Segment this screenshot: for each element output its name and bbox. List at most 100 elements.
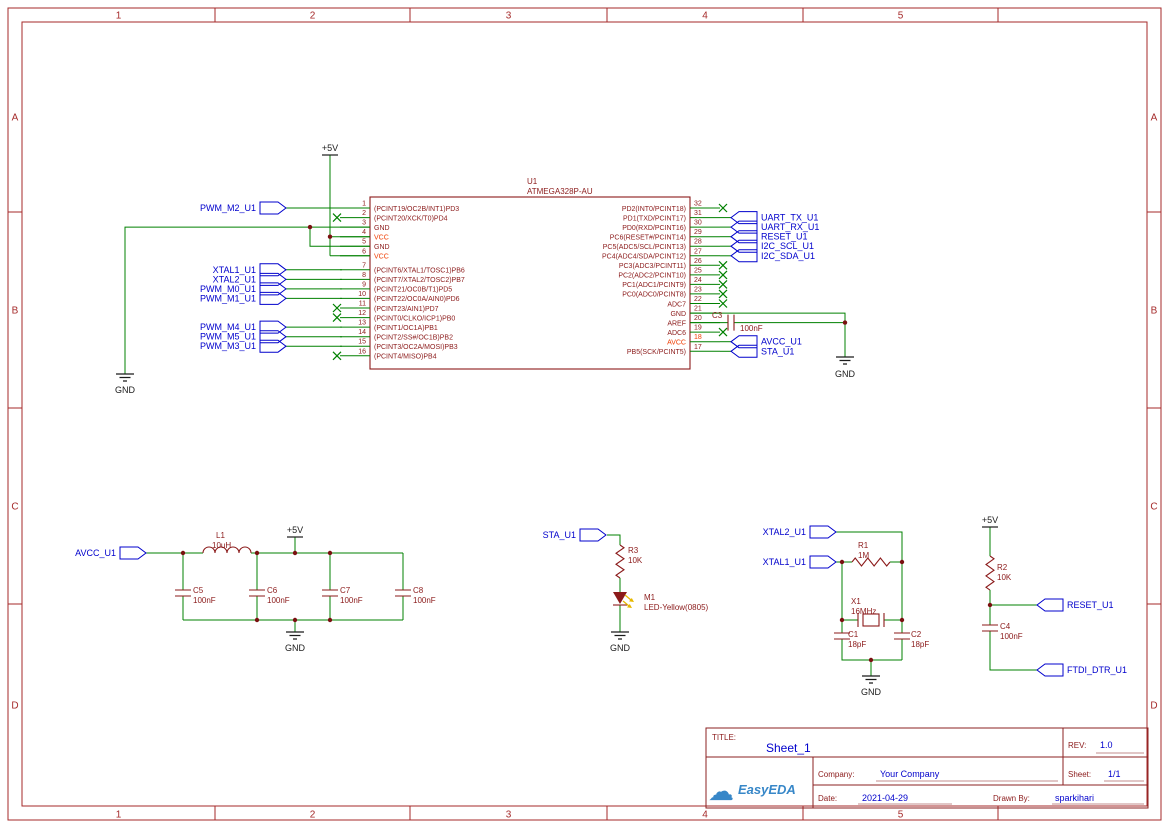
net-label[interactable]: RESET_U1 xyxy=(761,232,808,242)
net-flag-xtal2[interactable]: XTAL2_U1 xyxy=(763,526,836,538)
gnd-symbol-left[interactable]: GND xyxy=(115,374,136,395)
net-flag[interactable] xyxy=(260,292,286,304)
net-flag[interactable] xyxy=(810,526,836,538)
net-label[interactable]: PWM_M5_U1 xyxy=(200,332,256,342)
net-flag-sta[interactable]: STA_U1 xyxy=(543,529,606,541)
net-flag-avcc[interactable]: AVCC_U1 xyxy=(75,547,146,559)
net-label[interactable]: PWM_M0_U1 xyxy=(200,284,256,294)
wire-reset[interactable] xyxy=(990,527,1037,670)
net-flag[interactable] xyxy=(731,221,757,233)
chip-net-flags[interactable]: PWM_M2_U1XTAL1_U1XTAL2_U1PWM_M0_U1PWM_M1… xyxy=(200,202,819,357)
gnd-symbol-avcc[interactable]: GND xyxy=(285,632,306,653)
net-flag[interactable] xyxy=(731,336,757,348)
rev-value[interactable]: 1.0 xyxy=(1100,740,1113,750)
ic-pins-left[interactable]: 1(PCINT19/OC2B/INT1)PD32(PCINT20/XCK/T0)… xyxy=(333,201,465,361)
net-flag-reset[interactable]: RESET_U1 xyxy=(1037,599,1114,611)
net-flag[interactable] xyxy=(731,250,757,262)
pin-name: (PCINT3/OC2A/MOSI)PB3 xyxy=(374,344,458,351)
net-label[interactable]: XTAL2_U1 xyxy=(213,274,256,284)
net-flag-xtal1[interactable]: XTAL1_U1 xyxy=(763,556,836,568)
net-label[interactable]: AVCC_U1 xyxy=(75,548,116,558)
net-label[interactable]: PWM_M2_U1 xyxy=(200,203,256,213)
net-flag[interactable] xyxy=(731,345,757,357)
net-flag[interactable] xyxy=(260,273,286,285)
net-flag[interactable] xyxy=(260,340,286,352)
pin-name: PD0(RXD/PCINT16) xyxy=(622,225,686,232)
net-flag[interactable] xyxy=(120,547,146,559)
net-label[interactable]: PWM_M4_U1 xyxy=(200,322,256,332)
ic-pins-right[interactable]: 32PD2(INT0/PCINT18)31PD1(TXD/PCINT17)30P… xyxy=(602,201,727,357)
company-value[interactable]: Your Company xyxy=(880,769,940,779)
gnd-symbol-led[interactable]: GND xyxy=(610,632,631,653)
net-label[interactable]: I2C_SDA_U1 xyxy=(761,251,815,261)
drawn-by-value[interactable]: sparkihari xyxy=(1055,793,1094,803)
net-label[interactable]: XTAL1_U1 xyxy=(213,265,256,275)
sheet-value[interactable]: 1/1 xyxy=(1108,769,1121,779)
wire-led[interactable] xyxy=(607,535,620,632)
sheet-title[interactable]: Sheet_1 xyxy=(766,741,811,755)
capacitor-c4[interactable]: C4 100nF xyxy=(982,622,1023,641)
net-label[interactable]: PWM_M1_U1 xyxy=(200,293,256,303)
resistor-zigzag[interactable] xyxy=(986,556,994,590)
wire-avcc-filter[interactable] xyxy=(146,537,403,632)
net-label[interactable]: PWM_M3_U1 xyxy=(200,341,256,351)
capacitor-c6[interactable]: C6 100nF xyxy=(249,586,290,605)
power-5v-top[interactable]: +5V xyxy=(322,143,338,155)
resistor-r1[interactable]: R1 1M xyxy=(852,541,890,566)
resistor-zigzag[interactable] xyxy=(616,545,624,578)
net-flag[interactable] xyxy=(1037,599,1063,611)
net-label[interactable]: AVCC_U1 xyxy=(761,337,802,347)
net-label[interactable]: XTAL2_U1 xyxy=(763,527,806,537)
crystal-x1[interactable]: X1 16MHz xyxy=(851,597,884,627)
led-light-arrow xyxy=(625,595,631,600)
net-label[interactable]: UART_RX_U1 xyxy=(761,222,819,232)
col-label: 2 xyxy=(310,810,316,821)
net-flag[interactable] xyxy=(580,529,606,541)
net-flag[interactable] xyxy=(731,231,757,243)
led-m1[interactable]: M1 LED-Yellow(0805) xyxy=(613,592,709,612)
capacitor-c8[interactable]: C8 100nF xyxy=(395,586,436,605)
net-label[interactable]: UART_TX_U1 xyxy=(761,213,818,223)
wires[interactable] xyxy=(125,155,1037,676)
net-flag[interactable] xyxy=(810,556,836,568)
net-flag[interactable] xyxy=(260,331,286,343)
power-5v-reset[interactable]: +5V xyxy=(982,515,998,527)
net-flag[interactable] xyxy=(731,240,757,252)
capacitor-plates[interactable] xyxy=(982,625,998,631)
net-label[interactable]: STA_U1 xyxy=(761,346,794,356)
net-flag[interactable] xyxy=(731,212,757,224)
gnd-symbol-crystal[interactable]: GND xyxy=(861,676,882,697)
capacitor-plates[interactable] xyxy=(322,590,338,596)
power-5v-avcc[interactable]: +5V xyxy=(287,525,303,537)
net-flag[interactable] xyxy=(260,202,286,214)
date-value[interactable]: 2021-04-29 xyxy=(862,793,908,803)
gnd-symbol-right[interactable]: GND xyxy=(835,357,856,379)
net-flag[interactable] xyxy=(1037,664,1063,676)
capacitor-c1[interactable]: C1 18pF xyxy=(834,630,866,649)
net-flag[interactable] xyxy=(260,283,286,295)
net-flag[interactable] xyxy=(260,264,286,276)
capacitor-plates[interactable] xyxy=(395,590,411,596)
ic-atmega328p[interactable]: U1 ATMEGA328P-AU 1(PCINT19/OC2B/INT1)PD3… xyxy=(333,177,727,369)
net-flag[interactable] xyxy=(260,321,286,333)
capacitor-plates[interactable] xyxy=(249,590,265,596)
resistor-r3[interactable]: R3 10K xyxy=(616,545,643,578)
capacitor-c2[interactable]: C2 18pF xyxy=(894,630,929,649)
net-label[interactable]: I2C_SCL_U1 xyxy=(761,241,814,251)
net-label[interactable]: XTAL1_U1 xyxy=(763,557,806,567)
capacitor-c7[interactable]: C7 100nF xyxy=(322,586,363,605)
capacitor-c3[interactable]: C3 100nF xyxy=(712,311,763,333)
resistor-r2[interactable]: R2 10K xyxy=(986,556,1012,590)
net-flag-ftdi[interactable]: FTDI_DTR_U1 xyxy=(1037,664,1127,676)
capacitor-c5[interactable]: C5 100nF xyxy=(175,586,216,605)
capacitor-plates[interactable] xyxy=(728,315,734,331)
inductor-l1[interactable]: L1 10uH xyxy=(203,531,251,553)
net-label[interactable]: FTDI_DTR_U1 xyxy=(1067,665,1127,675)
net-label[interactable]: RESET_U1 xyxy=(1067,600,1114,610)
capacitor-plates[interactable] xyxy=(175,590,191,596)
sheet-frame: 1122334455AABBCCDD xyxy=(8,8,1161,821)
pin-name: (PCINT0/CLKO/ICP1)PB0 xyxy=(374,315,455,322)
capacitor-plates[interactable] xyxy=(894,633,910,639)
net-label[interactable]: STA_U1 xyxy=(543,530,576,540)
